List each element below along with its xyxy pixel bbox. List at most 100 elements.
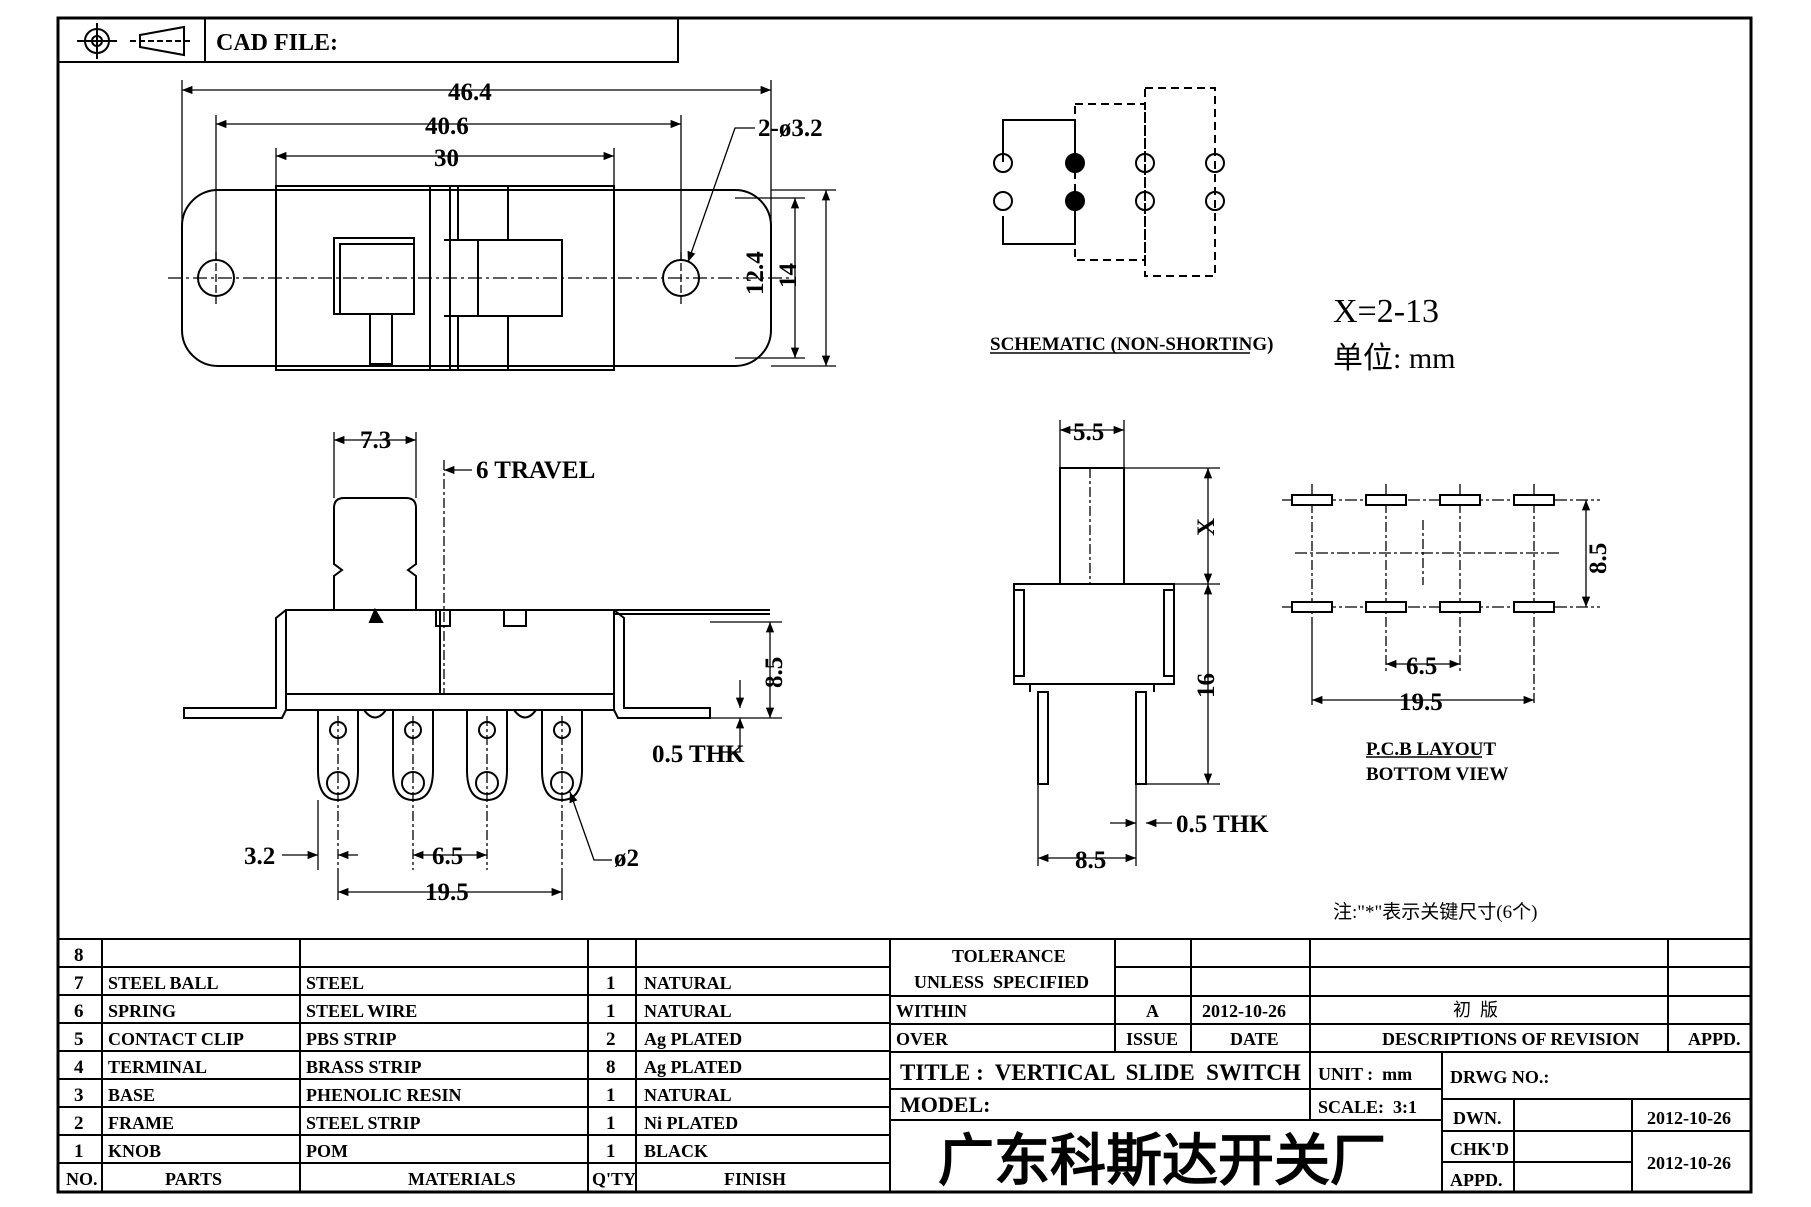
bom-qty: 2 [606,1029,616,1050]
pcb-pad [1365,494,1407,506]
end-view [1013,420,1220,866]
schematic-title: SCHEMATIC (NON-SHORTING) [990,334,1273,355]
bom-finish: NATURAL [644,1085,732,1105]
sheet-border [56,16,1753,1194]
schematic-pin [1065,191,1085,211]
pcb-subtitle: BOTTOM VIEW [1366,764,1508,785]
bom-no: 6 [74,1001,84,1022]
drwg-no-label: DRWG NO.: [1450,1067,1549,1087]
bom-finish: NATURAL [644,1001,732,1021]
bom-finish: Ag PLATED [644,1029,742,1049]
key-dims-note: 注:"*"表示关键尺寸(6个) [1333,901,1537,923]
pcb-pad [1291,494,1333,506]
dim-end-x: X [1193,518,1220,536]
bom-qty: 8 [606,1057,616,1078]
within-label: WITHIN [896,1001,967,1021]
schematic-pin [1205,153,1225,173]
table-row: 3 BASE PHENOLIC RESIN 1 NATURAL [74,1085,732,1106]
company-name: 广东科斯达开关厂 [938,1129,1386,1194]
travel-label: 6 TRAVEL [476,457,595,484]
title-block [890,939,1751,1192]
dim-end-width: 8.5 [1075,847,1106,874]
bom-qty: 1 [606,1001,616,1022]
dim-pin-width: 3.2 [244,843,275,870]
dim-overall-length: 46.4 [448,79,492,106]
schematic-pin [1135,191,1155,211]
dim-end-knob-width: 5.5 [1073,419,1104,446]
bom-header-no: NO. [66,1169,98,1189]
bom-material: STEEL STRIP [306,1113,421,1133]
bom-header-parts: PARTS [165,1169,222,1189]
bom-table [58,938,1751,1192]
dim-side-height: 8.5 [761,657,788,688]
bom-part: STEEL BALL [108,973,219,993]
dwn-date: 2012-10-26 [1647,1108,1731,1128]
bom-header-materials: MATERIALS [408,1169,516,1189]
cad-file-label: CAD FILE: [216,30,338,56]
bom-part: FRAME [108,1113,174,1133]
dwn-label: DWN. [1453,1108,1502,1128]
dim-pin-hole: ø2 [614,845,639,872]
dim-body-length: 30 [434,145,459,172]
pcb-dim-pitch: 6.5 [1406,653,1437,680]
table-row: 8 [74,945,84,966]
pcb-pad [1439,601,1481,613]
dim-pin-total: 19.5 [425,879,469,906]
table-row: 2 FRAME STEEL STRIP 1 Ni PLATED [74,1113,738,1134]
bom-header-qty: Q'TY [592,1169,636,1189]
top-view [168,80,836,371]
chkd-date: 2012-10-26 [1647,1153,1731,1173]
side-view [183,432,782,900]
table-row: 4 TERMINAL BRASS STRIP 8 Ag PLATED [74,1057,742,1078]
bom-part: CONTACT CLIP [108,1029,244,1049]
schematic-pin [1065,153,1085,173]
pcb-pad [1513,494,1555,506]
dim-frame-thickness: 0.5 THK [652,741,745,768]
table-row: 7 STEEL BALL STEEL 1 NATURAL [74,973,732,994]
bom-finish: Ag PLATED [644,1057,742,1077]
revision-description: 初 版 [1453,1000,1498,1020]
pcb-pad [1513,601,1555,613]
unless-specified-label: UNLESS SPECIFIED [914,972,1089,992]
bom-part: BASE [108,1085,155,1105]
bom-material: POM [306,1141,348,1161]
dim-mount-pitch: 40.6 [425,113,469,140]
issue-value: A [1146,1001,1159,1021]
dim-end-height: 16 [1193,673,1220,698]
drawing-title: TITLE : VERTICAL SLIDE SWITCH [900,1060,1301,1085]
dim-outer-height: 14 [775,263,802,289]
dim-knob-width: 7.3 [360,427,391,454]
bom-material: PHENOLIC RESIN [306,1085,462,1105]
bom-no: 7 [74,973,84,994]
bom-part: SPRING [108,1001,176,1021]
tolerance-label: TOLERANCE [952,946,1066,966]
dim-inner-height: 12.4 [742,251,769,295]
bom-material: STEEL [306,973,364,993]
pcb-dim-row: 8.5 [1585,543,1612,574]
bom-header-finish: FINISH [724,1169,786,1189]
bom-material: STEEL WIRE [306,1001,417,1021]
date-label: DATE [1230,1029,1279,1049]
bom-finish: BLACK [644,1141,708,1161]
pcb-layout [1282,484,1600,758]
bom-rows: 8 7 STEEL BALL STEEL 1 NATURAL 6 SPRING … [66,945,786,1189]
bom-qty: 1 [606,973,616,994]
schematic-pin [993,191,1013,211]
schematic-pin [1205,191,1225,211]
unit-note: 单位: mm [1333,342,1456,375]
bom-part: KNOB [108,1141,161,1161]
chkd-label: CHK'D [1450,1139,1509,1159]
dim-pin-pitch: 6.5 [432,843,463,870]
dim-end-thickness: 0.5 THK [1176,811,1269,838]
header-box: CAD FILE: [57,17,679,63]
bom-no: 3 [74,1085,84,1106]
issue-label: ISSUE [1126,1029,1178,1049]
x-range-note: X=2-13 [1333,293,1439,330]
bom-header-row: NO. PARTS MATERIALS Q'TY FINISH [66,1169,786,1189]
bom-qty: 1 [606,1113,616,1134]
projection-symbol-icon [77,23,190,59]
table-row: 6 SPRING STEEL WIRE 1 NATURAL [74,1001,732,1022]
scale-label: SCALE: 3:1 [1318,1097,1417,1117]
bom-finish: NATURAL [644,973,732,993]
